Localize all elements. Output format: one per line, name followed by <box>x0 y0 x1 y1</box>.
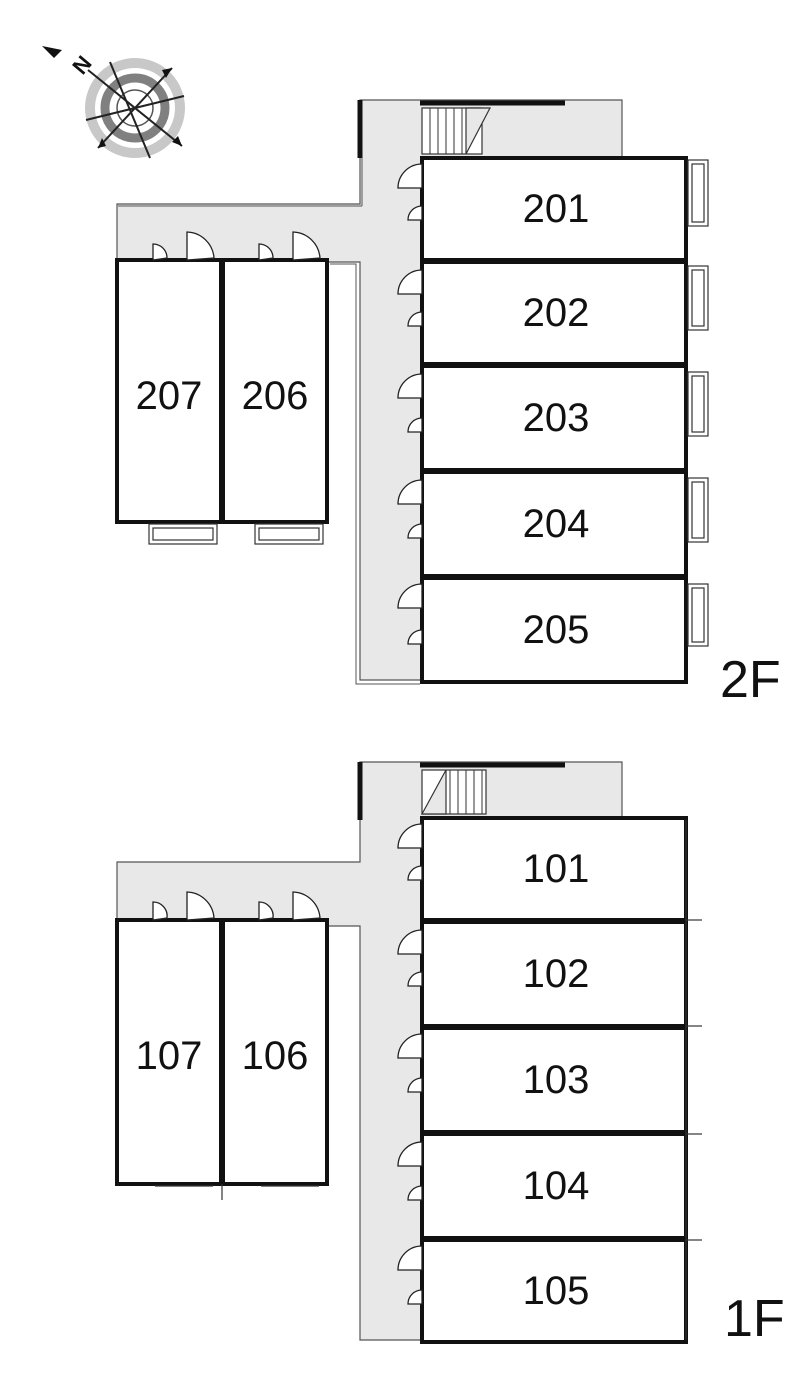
floor-2f: 201 202 203 204 205 <box>115 99 781 709</box>
unit-label: 102 <box>523 952 590 996</box>
windows-1f-left <box>155 1184 319 1200</box>
unit-203: 203 <box>420 364 688 472</box>
unit-label: 105 <box>523 1269 590 1313</box>
floor-1f: 101 102 103 104 105 <box>115 761 785 1348</box>
unit-label: 103 <box>523 1058 590 1102</box>
unit-label: 203 <box>523 396 590 440</box>
unit-label: 101 <box>523 847 590 891</box>
unit-207: 207 <box>115 258 223 524</box>
balconies-2f-right <box>687 159 709 647</box>
compass-north-label: N <box>67 51 96 79</box>
stairs-1f-icon <box>420 769 487 815</box>
balconies-2f-left <box>148 523 324 545</box>
unit-label: 205 <box>523 608 590 652</box>
unit-102: 102 <box>420 920 688 1028</box>
doors-2f-left <box>152 231 321 261</box>
compass-icon: N <box>42 46 185 159</box>
unit-105: 105 <box>420 1238 688 1344</box>
windows-1f-right <box>685 820 702 1340</box>
stairs-2f-icon <box>421 107 491 155</box>
unit-101: 101 <box>420 816 688 922</box>
doors-1f-right <box>397 823 423 1305</box>
unit-label: 104 <box>523 1164 590 1208</box>
unit-206: 206 <box>221 258 329 524</box>
unit-204: 204 <box>420 470 688 578</box>
doors-2f-right <box>397 163 423 645</box>
unit-label: 107 <box>136 1034 203 1078</box>
unit-label: 202 <box>523 291 590 335</box>
floor-label-2f: 2F <box>720 651 781 709</box>
unit-106: 106 <box>221 918 329 1186</box>
unit-104: 104 <box>420 1132 688 1240</box>
unit-label: 207 <box>136 374 203 418</box>
unit-202: 202 <box>420 260 688 366</box>
unit-107: 107 <box>115 918 223 1186</box>
unit-205: 205 <box>420 576 688 684</box>
floor-label-1f: 1F <box>724 1290 785 1348</box>
unit-label: 106 <box>242 1034 309 1078</box>
doors-1f-left <box>152 891 321 921</box>
unit-label: 201 <box>523 187 590 231</box>
unit-label: 204 <box>523 502 590 546</box>
unit-103: 103 <box>420 1026 688 1134</box>
unit-201: 201 <box>420 156 688 262</box>
unit-label: 206 <box>242 374 309 418</box>
